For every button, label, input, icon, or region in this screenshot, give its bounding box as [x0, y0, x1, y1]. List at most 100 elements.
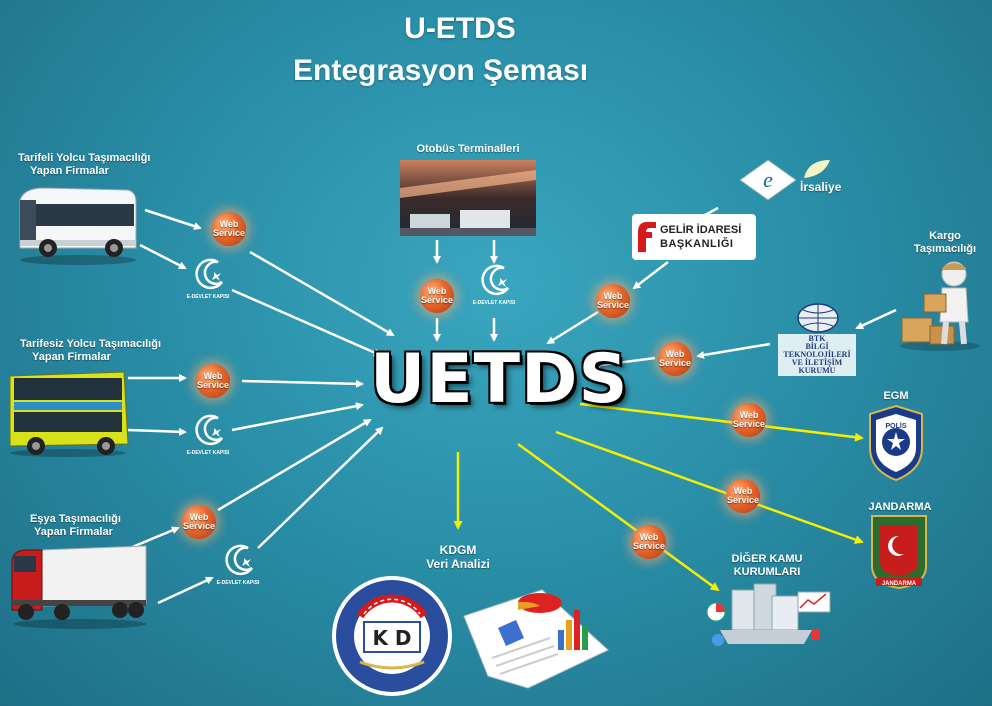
egm-police-badge-icon: POLİS	[869, 404, 923, 482]
target-diger-line2: KURUMLARI	[733, 566, 801, 578]
public-institutions-icon	[706, 583, 831, 646]
web-service-line1: Web	[603, 291, 623, 301]
web-service-line1: Web	[665, 349, 685, 359]
source-tarifeli-label: Tarifeli Yolcu Taşımacılığı Yapan Firmal…	[18, 152, 150, 178]
terminal-photo-icon	[400, 160, 536, 236]
arrow-gib-ws	[632, 261, 669, 290]
jandarma-badge-text: JANDARMA	[882, 581, 917, 587]
gib-line2: BAŞKANLIĞI	[660, 238, 734, 250]
arrow-ws5-uetds	[546, 310, 599, 345]
web-service-line1: Web	[733, 486, 753, 496]
source-tarifeli-line2: Yapan Firmalar	[30, 165, 109, 177]
target-kdgm-label: KDGM Veri Analizi	[410, 543, 506, 571]
target-diger-line1: DİĞER KAMU	[731, 553, 803, 565]
arrow-btk-ws	[696, 342, 771, 359]
source-eirsaliye-label: İrsaliye	[800, 180, 842, 194]
e-irsaliye-letter: e	[763, 167, 773, 192]
btk-line1: BİLGİ TEKNOLOJİLERİ	[783, 342, 851, 359]
gib-logo-icon	[638, 222, 656, 252]
source-tarifesiz-label: Tarifesiz Yolcu Taşımacılığı Yapan Firma…	[20, 338, 161, 364]
e-irsaliye-logo-icon: e	[739, 159, 797, 201]
web-service-line1: Web	[203, 371, 223, 381]
e-devlet-label: E-DEVLET KAPISI	[216, 580, 260, 586]
diagram-title-line2: Entegrasyon Şeması	[293, 54, 589, 87]
e-devlet-icon	[481, 264, 510, 296]
web-service-line2: Service	[658, 358, 692, 368]
web-service-line2: Service	[212, 228, 246, 238]
arrow-ws6-uetds	[592, 356, 656, 370]
web-service-line2: Service	[420, 295, 454, 305]
web-service-line1: Web	[427, 286, 447, 296]
target-kdgm-line1: KDGM	[439, 543, 477, 557]
e-devlet-icon	[195, 414, 224, 446]
web-service-line1: Web	[639, 532, 659, 542]
source-kargo-line2: Taşımacılığı	[913, 243, 977, 255]
source-terminal-label: Otobüs Terminalleri	[416, 143, 520, 155]
btk-globe-icon	[797, 303, 839, 333]
web-service-line2: Service	[726, 495, 760, 505]
arrow-uetds-diger	[517, 442, 720, 592]
e-devlet-label: E-DEVLET KAPISI	[186, 450, 230, 456]
cargo-courier-icon	[900, 261, 980, 351]
source-kargo-label: Kargo Taşımacılığı	[905, 230, 985, 256]
egm-badge-text: POLİS	[885, 422, 906, 430]
e-devlet-icon	[225, 544, 254, 576]
web-service-line2: Service	[596, 300, 630, 310]
source-kargo-line1: Kargo	[929, 230, 961, 242]
double-decker-bus-icon	[9, 371, 129, 457]
web-service-line2: Service	[632, 541, 666, 551]
diagram-title-line1: U-ETDS	[404, 12, 516, 45]
uetds-center-label: UETDS	[370, 340, 629, 419]
target-egm-label: EGM	[883, 390, 909, 402]
arrow-ed1-uetds	[231, 288, 382, 357]
target-diger-label: DİĞER KAMU KURUMLARI	[722, 553, 812, 579]
kdgm-logo-icon: K D	[332, 576, 452, 696]
web-service-line1: Web	[189, 512, 209, 522]
arrow-ws1-uetds	[249, 250, 395, 337]
truck-icon	[11, 545, 147, 629]
web-service-line2: Service	[196, 380, 230, 390]
data-analysis-report-icon	[463, 589, 609, 689]
arrow-ws2-uetds	[241, 379, 364, 388]
btk-text-block: BTK BİLGİ TEKNOLOJİLERİ VE İLETİŞİM KURU…	[778, 334, 856, 376]
arrow-truck-ed	[157, 576, 214, 605]
e-devlet-label: E-DEVLET KAPISI	[186, 294, 230, 300]
web-service-line1: Web	[219, 219, 239, 229]
source-esya-label: Eşya Taşımacılığı Yapan Firmalar	[30, 513, 121, 539]
source-tarifesiz-line2: Yapan Firmalar	[32, 351, 111, 363]
arrow-bus-ed	[139, 243, 187, 270]
arrow-truck-ws	[129, 526, 180, 550]
arrow-ed3-uetds	[257, 426, 384, 549]
source-esya-line1: Eşya Taşımacılığı	[30, 513, 121, 525]
gib-line1: GELİR İDARESİ	[660, 224, 742, 236]
gib-logo-card: GELİR İDARESİ BAŞKANLIĞI	[632, 214, 756, 260]
arrow-dbus-ed	[127, 427, 187, 436]
source-tarifesiz-line1: Tarifesiz Yolcu Taşımacılığı	[20, 338, 162, 350]
arrow-bus-ws	[144, 208, 202, 230]
target-jandarma-label: JANDARMA	[868, 501, 932, 513]
source-tarifeli-line1: Tarifeli Yolcu Taşımacılığı	[18, 152, 151, 164]
leaf-icon	[804, 160, 830, 178]
web-service-line2: Service	[732, 419, 766, 429]
e-devlet-icon	[195, 258, 224, 290]
outbound-arrows	[453, 402, 864, 592]
btk-line2: VE İLETİŞİM KURUMU	[791, 358, 843, 375]
web-service-line2: Service	[182, 521, 216, 531]
target-kdgm-line2: Veri Analizi	[426, 557, 490, 571]
btk-abbr: BTK	[808, 334, 826, 343]
arrow-ed2-uetds	[231, 402, 364, 432]
jandarma-badge-icon: JANDARMA	[871, 515, 927, 590]
arrow-uetds-egm	[579, 402, 864, 442]
source-esya-line2: Yapan Firmalar	[34, 526, 113, 538]
coach-bus-icon	[19, 187, 137, 265]
arrow-ws3-uetds	[217, 418, 372, 512]
